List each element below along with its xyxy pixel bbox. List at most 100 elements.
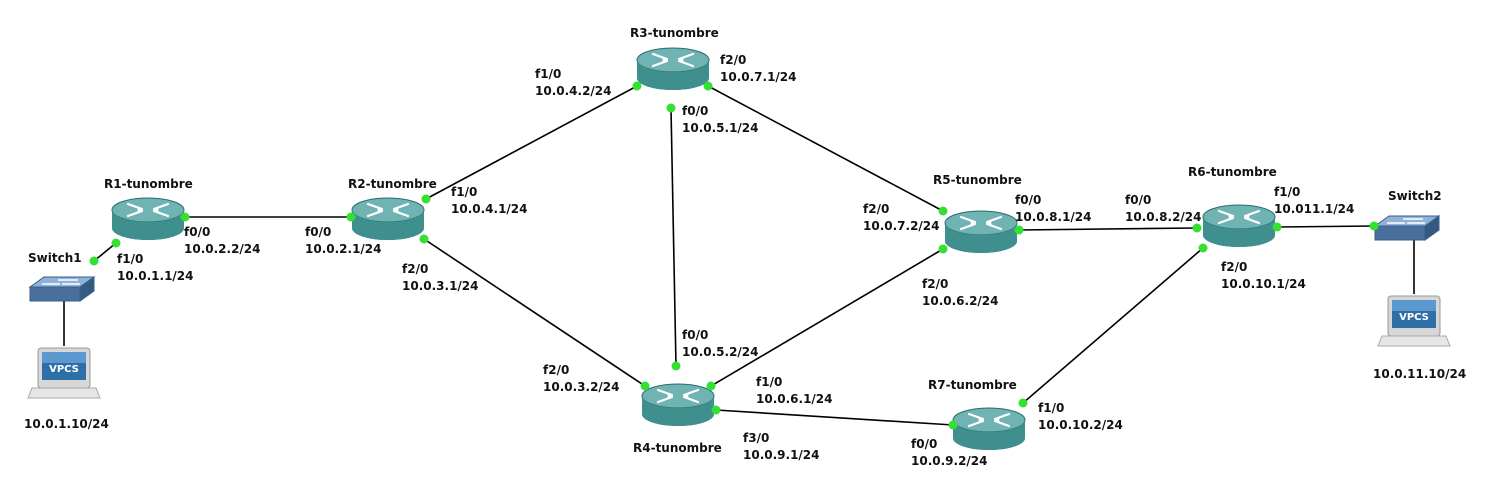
switch-sw1[interactable] [29, 276, 95, 302]
pc2-badge-text: VPCS [1399, 312, 1429, 323]
port-dot [419, 234, 429, 244]
link-r4-r7 [715, 409, 954, 426]
ip-label: 10.0.4.1/24 [451, 202, 528, 216]
switch2-name-label: Switch2 [1388, 189, 1442, 203]
port-label: f0/0 [682, 104, 709, 118]
r7-name-label: R7-tunombre [928, 378, 1017, 392]
port-dot [948, 420, 958, 430]
port-dot [671, 361, 681, 371]
r6-name-label: R6-tunombre [1188, 165, 1277, 179]
port-label: f1/0 [117, 252, 144, 266]
link-r3-r4 [670, 107, 677, 367]
ip-label: 10.0.8.1/24 [1015, 210, 1092, 224]
iface-r3-f2-0: f2/0 10.0.7.1/24 [720, 52, 797, 86]
port-label: f2/0 [543, 363, 570, 377]
ip-label: 10.011.1/24 [1274, 202, 1355, 216]
iface-r1-f0-0: f0/0 10.0.2.2/24 [184, 224, 261, 258]
links [63, 85, 1415, 426]
port-dot [111, 238, 121, 248]
port-dot [640, 381, 650, 391]
pc2-ip-label: 10.0.11.10/24 [1373, 367, 1467, 381]
router-r6[interactable] [1201, 203, 1277, 249]
ip-label: 10.0.10.1/24 [1221, 277, 1306, 291]
port-dot [711, 405, 721, 415]
link-r5-r6 [1018, 227, 1198, 231]
switch-sw2[interactable] [1374, 215, 1440, 241]
router-r4[interactable] [640, 382, 716, 428]
port-dot [1014, 225, 1024, 235]
pc1-badge-text: VPCS [49, 364, 79, 375]
router-r1[interactable] [110, 196, 186, 242]
port-label: f0/0 [1015, 193, 1042, 207]
link-r2-r4 [423, 238, 646, 387]
ip-label: 10.0.9.1/24 [743, 448, 820, 462]
port-label: f0/0 [1125, 193, 1152, 207]
port-dot [666, 103, 676, 113]
ip-label: 10.0.4.2/24 [535, 84, 612, 98]
ip-label: 10.0.10.2/24 [1038, 418, 1123, 432]
port-dot [703, 81, 713, 91]
port-dot [938, 206, 948, 216]
port-dot [1192, 223, 1202, 233]
link-r6-r7 [1022, 247, 1204, 404]
ip-label: 10.0.8.2/24 [1125, 210, 1202, 224]
link-r6-sw2 [1276, 225, 1375, 228]
port-label: f1/0 [1038, 401, 1065, 415]
pc-vpcs-1[interactable]: VPCS [27, 347, 101, 399]
ip-label: 10.0.3.2/24 [543, 380, 620, 394]
port-label: f2/0 [1221, 260, 1248, 274]
ip-label: 10.0.5.2/24 [682, 345, 759, 359]
iface-r1-f1-0: f1/0 10.0.1.1/24 [117, 251, 194, 285]
port-dot [1369, 221, 1379, 231]
iface-r4-f1-0: f1/0 10.0.6.1/24 [756, 374, 833, 408]
ip-label: 10.0.9.2/24 [911, 454, 988, 468]
iface-r5-f2-0-top: f2/0 10.0.7.2/24 [863, 201, 940, 235]
port-label: f1/0 [535, 67, 562, 81]
link-r1-sw1 [93, 242, 117, 262]
r5-name-label: R5-tunombre [933, 173, 1022, 187]
ip-label: 10.0.3.1/24 [402, 279, 479, 293]
iface-r4-f3-0: f3/0 10.0.9.1/24 [743, 430, 820, 464]
iface-r6-f1-0: f1/0 10.011.1/24 [1274, 184, 1354, 218]
port-dot [421, 194, 431, 204]
ip-label: 10.0.6.1/24 [756, 392, 833, 406]
iface-r6-f2-0: f2/0 10.0.10.1/24 [1221, 259, 1306, 293]
port-dot [1198, 243, 1208, 253]
iface-r6-f0-0: f0/0 10.0.8.2/24 [1125, 192, 1202, 226]
ip-label: 10.0.6.2/24 [922, 294, 999, 308]
port-dot [1272, 222, 1282, 232]
iface-r5-f2-0-bottom: f2/0 10.0.6.2/24 [922, 276, 999, 310]
router-r3[interactable] [635, 46, 711, 92]
r1-name-label: R1-tunombre [104, 177, 193, 191]
port-label: f1/0 [451, 185, 478, 199]
port-label: f1/0 [1274, 185, 1301, 199]
port-dot [346, 212, 356, 222]
router-r5[interactable] [943, 209, 1019, 255]
ip-label: 10.0.5.1/24 [682, 121, 759, 135]
r3-name-label: R3-tunombre [630, 26, 719, 40]
ip-label: 10.0.2.1/24 [305, 242, 382, 256]
iface-r3-f0-0: f0/0 10.0.5.1/24 [682, 103, 759, 137]
port-dot [89, 256, 99, 266]
port-dot [180, 212, 190, 222]
port-label: f2/0 [922, 277, 949, 291]
port-label: f1/0 [756, 375, 783, 389]
port-label: f3/0 [743, 431, 770, 445]
iface-r3-f1-0: f1/0 10.0.4.2/24 [535, 66, 612, 100]
ip-label: 10.0.1.1/24 [117, 269, 194, 283]
port-label: f0/0 [184, 225, 211, 239]
port-dot [1018, 398, 1028, 408]
port-label: f0/0 [682, 328, 709, 342]
iface-r2-f1-0: f1/0 10.0.4.1/24 [451, 184, 528, 218]
iface-r5-f0-0: f0/0 10.0.8.1/24 [1015, 192, 1092, 226]
ip-label: 10.0.7.2/24 [863, 219, 940, 233]
pc-vpcs-2[interactable]: VPCS [1377, 295, 1451, 347]
port-label: f2/0 [402, 262, 429, 276]
iface-r7-f0-0: f0/0 10.0.9.2/24 [911, 436, 988, 470]
port-label: f2/0 [863, 202, 890, 216]
r2-name-label: R2-tunombre [348, 177, 437, 191]
port-dots [89, 81, 1379, 430]
port-dot [938, 244, 948, 254]
r4-name-label: R4-tunombre [633, 441, 722, 455]
